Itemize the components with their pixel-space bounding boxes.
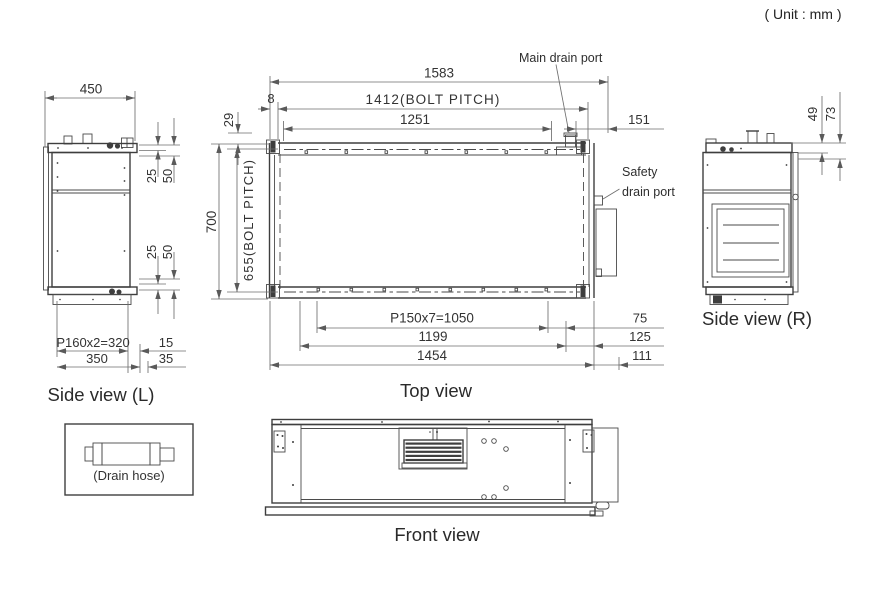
top-view-annotations: Main drain port Safety drain port xyxy=(519,51,675,200)
dim-side-l-350: 350 xyxy=(86,351,108,366)
main-drain-port-label: Main drain port xyxy=(519,51,603,65)
top-view: Main drain port Safety drain port 1583 8… xyxy=(204,51,675,401)
dim-top-151: 151 xyxy=(628,112,650,127)
electrical-box-front xyxy=(591,427,619,510)
side-view-r-body xyxy=(702,130,799,305)
dim-top-1412: 1412(BOLT PITCH) xyxy=(366,92,501,107)
side-view-r: 49 73 Side view (R) xyxy=(702,92,846,329)
side-view-r-label: Side view (R) xyxy=(702,308,812,329)
dim-top-1199: 1199 xyxy=(418,329,447,344)
dim-side-r-73: 73 xyxy=(823,107,838,121)
hanging-bracket xyxy=(266,139,280,154)
top-view-body xyxy=(266,132,617,299)
dim-top-655: 655(BOLT PITCH) xyxy=(241,159,256,281)
side-view-l-label: Side view (L) xyxy=(48,384,155,405)
safety-drain-port-label-line1: Safety xyxy=(622,165,658,179)
side-view-l-dims-bottom: P160x2=320 15 350 35 xyxy=(56,301,186,373)
side-view-l-body xyxy=(43,133,138,305)
side-view-l-dim-top-25-50: 25 50 xyxy=(139,118,180,183)
drain-hose-label: (Drain hose) xyxy=(93,468,165,483)
safety-drain-port xyxy=(593,195,603,206)
bottom-flange xyxy=(264,506,596,516)
drain-hose-detail: (Drain hose) xyxy=(64,423,194,496)
drain-hose-figure xyxy=(84,442,175,466)
dim-top-75: 75 xyxy=(633,311,647,326)
dim-side-l-bottom-25: 25 xyxy=(144,245,159,259)
top-view-dims-bottom: P150x7=1050 75 1199 125 1454 111 xyxy=(269,301,664,370)
dim-top-8: 8 xyxy=(267,91,274,106)
dim-side-l-320: P160x2=320 xyxy=(56,335,129,350)
dim-side-l-35: 35 xyxy=(159,351,173,366)
dim-side-r-49: 49 xyxy=(805,107,820,121)
unit-note: ( Unit : mm ) xyxy=(765,6,842,22)
dim-side-l-bottom-50: 50 xyxy=(160,245,175,259)
side-view-l-dim-bottom-25-50: 25 50 xyxy=(139,245,180,319)
top-view-dims-top: 1583 8 1412(BOLT PITCH) 1251 151 xyxy=(258,66,664,141)
hanging-bracket xyxy=(576,284,590,299)
front-view-label: Front view xyxy=(394,524,480,545)
electrical-box xyxy=(595,208,617,277)
dim-top-125: 125 xyxy=(629,329,651,344)
dim-side-l-15: 15 xyxy=(159,335,173,350)
side-view-l: 450 25 50 25 50 xyxy=(43,82,186,405)
side-view-l-dim-450: 450 xyxy=(44,82,136,147)
dim-top-1583: 1583 xyxy=(424,66,454,81)
dim-top-1050: P150x7=1050 xyxy=(390,311,474,326)
intake-grille xyxy=(398,427,468,470)
front-view: Front view xyxy=(264,418,619,545)
louver-panel xyxy=(711,203,790,278)
main-drain-port xyxy=(556,132,582,156)
dim-side-l-top-50: 50 xyxy=(160,169,175,183)
dim-top-1454: 1454 xyxy=(417,348,448,363)
top-view-label: Top view xyxy=(400,380,473,401)
hanging-bracket xyxy=(266,284,280,299)
top-view-dims-left: 29 700 655(BOLT PITCH) xyxy=(204,112,278,300)
dim-side-l-450: 450 xyxy=(80,82,103,97)
dim-top-700: 700 xyxy=(204,211,219,234)
dim-side-l-top-25: 25 xyxy=(144,169,159,183)
dim-top-1251: 1251 xyxy=(400,112,430,127)
front-view-body xyxy=(264,418,619,517)
safety-drain-port-label-line2: drain port xyxy=(622,185,675,199)
side-view-r-dims: 49 73 xyxy=(791,92,846,181)
dim-top-29: 29 xyxy=(221,113,236,127)
dim-top-111: 111 xyxy=(632,348,652,363)
